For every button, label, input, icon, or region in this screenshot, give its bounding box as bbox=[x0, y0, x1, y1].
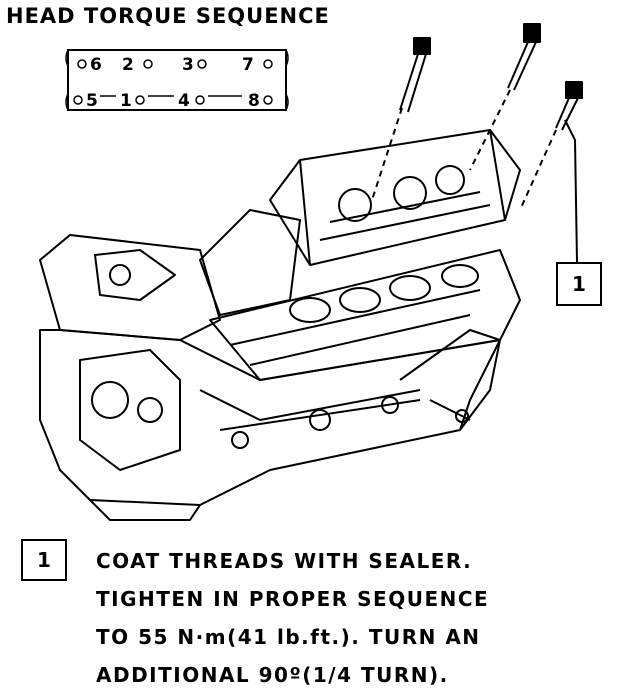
sequence-number: 7 bbox=[242, 55, 254, 75]
sequence-top-row: 6 2 3 7 bbox=[77, 55, 273, 75]
diagram-title: HEAD TORQUE SEQUENCE bbox=[6, 4, 330, 28]
sequence-number: 8 bbox=[248, 91, 260, 111]
note-line: ADDITIONAL 90º(1/4 TURN). bbox=[96, 663, 449, 687]
head-bolt-illustration bbox=[469, 23, 541, 171]
note-line: COAT THREADS WITH SEALER. bbox=[96, 549, 473, 573]
sequence-number: 4 bbox=[178, 91, 190, 111]
sequence-number: 5 bbox=[86, 91, 98, 111]
torque-note: COAT THREADS WITH SEALER. TIGHTEN IN PRO… bbox=[96, 542, 489, 694]
head-bolt-illustration bbox=[519, 81, 583, 211]
note-line: TIGHTEN IN PROPER SEQUENCE bbox=[96, 587, 490, 611]
callout-number: 1 bbox=[556, 262, 602, 306]
sequence-bottom-row: 5 1 4 8 bbox=[73, 91, 273, 111]
note-number: 1 bbox=[21, 539, 67, 581]
sequence-number: 2 bbox=[122, 55, 134, 75]
sequence-number: 3 bbox=[182, 55, 194, 75]
sequence-number: 6 bbox=[90, 55, 102, 75]
callout-leader-line bbox=[564, 119, 578, 263]
note-line: TO 55 N·m(41 lb.ft.). TURN AN bbox=[96, 625, 481, 649]
head-bolt-illustration bbox=[371, 37, 431, 201]
sequence-number: 1 bbox=[120, 91, 132, 111]
torque-sequence-pattern: 6 2 3 7 5 1 4 8 bbox=[65, 49, 289, 111]
